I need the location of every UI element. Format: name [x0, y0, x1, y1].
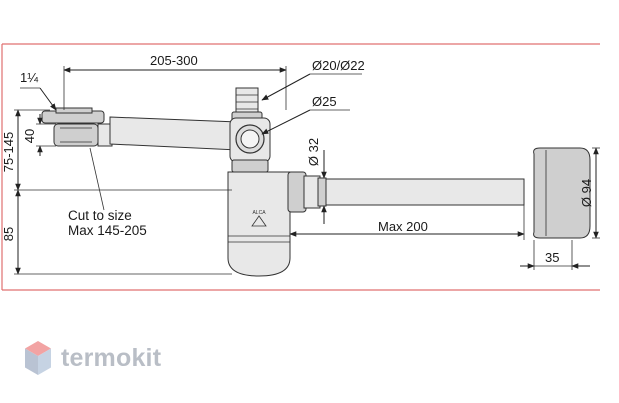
siphon-body: ALCA [41, 87, 591, 277]
dim-inlet-diameter: Ø20/Ø22 [312, 58, 365, 73]
cut-note-line1: Cut to size [68, 208, 132, 223]
outlet-coupling [287, 171, 307, 213]
dim-max-extension: Max 200 [378, 219, 428, 234]
dim-height-offset: 40 [22, 129, 37, 143]
dim-flange-depth: 35 [545, 250, 559, 265]
termokit-logo: termokit [24, 338, 161, 378]
dimension-lines [14, 66, 600, 275]
cut-note-line2: Max 145-205 [68, 223, 147, 238]
wall-flange [533, 147, 591, 239]
dim-connection-diameter: Ø25 [312, 94, 337, 109]
horizontal-pipe [109, 116, 239, 151]
dim-trap-height: 85 [1, 227, 16, 241]
dim-wall-flange-diameter: Ø 94 [579, 179, 594, 207]
bottle-trap [227, 171, 291, 277]
dim-inlet-height-range: 75-145 [1, 132, 16, 172]
dim-horizontal-span: 205-300 [150, 53, 198, 68]
dim-outlet-diameter: Ø 32 [306, 138, 321, 166]
dim-outlet-thread: 1¼ [20, 70, 38, 85]
drawing-frame [1, 43, 600, 291]
cube-icon [25, 341, 51, 375]
outlet-nut [53, 123, 99, 147]
logo-text: termokit [61, 343, 162, 372]
outlet-pipe [325, 178, 525, 206]
trap-marking: ALCA [252, 210, 266, 216]
